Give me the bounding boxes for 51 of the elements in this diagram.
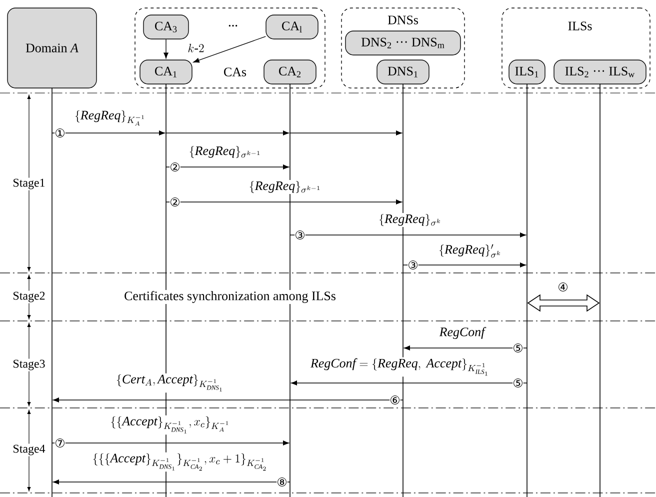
note-text: Certificates synchronization among ILSs bbox=[123, 290, 337, 304]
entity-box: CA$_{1}$ bbox=[140, 60, 192, 84]
arrow bbox=[52, 130, 165, 136]
step-number: ③ bbox=[408, 260, 418, 270]
arrow bbox=[402, 262, 526, 268]
message-label: $\mathit{RegConf}=\{\mathit{RegReq},\ \mathit{Accept}\}_{K^{-1}_{\mathit{ILS}_1}}$ bbox=[310, 357, 490, 377]
step-number: ② bbox=[170, 162, 180, 172]
step-number: ⑧ bbox=[276, 478, 288, 486]
arrow bbox=[291, 380, 528, 386]
arrow bbox=[290, 232, 526, 238]
entity-box: DNS$_{1}$ bbox=[376, 60, 430, 84]
stage-label: Stage2 bbox=[12, 290, 46, 304]
message-label: $\{\mathit{RegReq}\}'_{\sigma^{k}}$ bbox=[438, 243, 502, 259]
step-number: ③ bbox=[294, 230, 306, 240]
step-number: ⑤ bbox=[512, 378, 524, 388]
entity-box: CA$_{3}$ bbox=[143, 14, 189, 40]
step-number: ① bbox=[54, 128, 66, 138]
message-label: $\mathit{RegConf}$ bbox=[438, 326, 486, 340]
stage-label: Stage4 bbox=[12, 444, 46, 456]
ellipsis: ··· bbox=[228, 24, 238, 27]
stage-label: Stage1 bbox=[12, 178, 46, 190]
domain-box: Domain A bbox=[7, 8, 97, 88]
arrow bbox=[404, 346, 528, 350]
arrow bbox=[166, 200, 402, 204]
message-label: $\{\mathit{RegReq}\}_{K_A^{-1}}$ bbox=[73, 109, 147, 127]
arrow bbox=[166, 130, 289, 136]
message-label: $\{\mathit{Cert}_A,\mathit{Accept}\}_{K^{-1}_{\mathit{DNS}_1}}$ bbox=[115, 373, 226, 393]
entity-box: DNS$_{2}$ ··· DNS$_{m}$ bbox=[345, 30, 461, 56]
arrow bbox=[193, 36, 266, 63]
step-number: ② bbox=[170, 198, 180, 206]
arrow bbox=[52, 440, 289, 446]
arrow bbox=[166, 164, 289, 170]
step-number: ④ bbox=[558, 282, 568, 292]
arrow bbox=[53, 480, 290, 484]
step-number: ⑥ bbox=[390, 396, 400, 404]
arrow bbox=[290, 130, 402, 136]
step-number: ⑤ bbox=[512, 344, 524, 352]
arrow bbox=[164, 39, 168, 59]
message-label: $\{\mathit{RegReq}\}_{\sigma^{k-1}}$ bbox=[248, 180, 322, 194]
message-label: $\{\{\{\mathit{Accept}\}_{K^{-1}_{\mathit{DNS}_1}}\}_{K^{-1}_{\mathit{CA}_2}},x_c+1\}_{K^{-1}_{\mathit{CA}_2}}$ bbox=[91, 452, 269, 472]
stage-label: Stage3 bbox=[12, 358, 46, 372]
entity-box: ILS$_{1}$ bbox=[508, 60, 546, 84]
arrow bbox=[53, 398, 404, 402]
entity-box: ILS$_{2}$ ··· ILS$_{w}$ bbox=[554, 60, 646, 84]
entity-box: CA$_{l}$ bbox=[266, 14, 318, 40]
message-label: $k\mbox{-}2$ bbox=[186, 42, 206, 54]
message-label: $\{\{\mathit{Accept}\}_{K^{-1}_{\mathit{DNS}_1}},x_c\}_{K_A^{-1}}$ bbox=[109, 415, 231, 435]
message-label: $\{\mathit{RegReq}\}_{\sigma^{k}}$ bbox=[378, 213, 442, 227]
message-label: $\{\mathit{RegReq}\}_{\sigma^{k-1}}$ bbox=[188, 145, 262, 159]
entity-box: CA$_{2}$ bbox=[264, 60, 316, 84]
step-number: ⑦ bbox=[54, 438, 66, 448]
